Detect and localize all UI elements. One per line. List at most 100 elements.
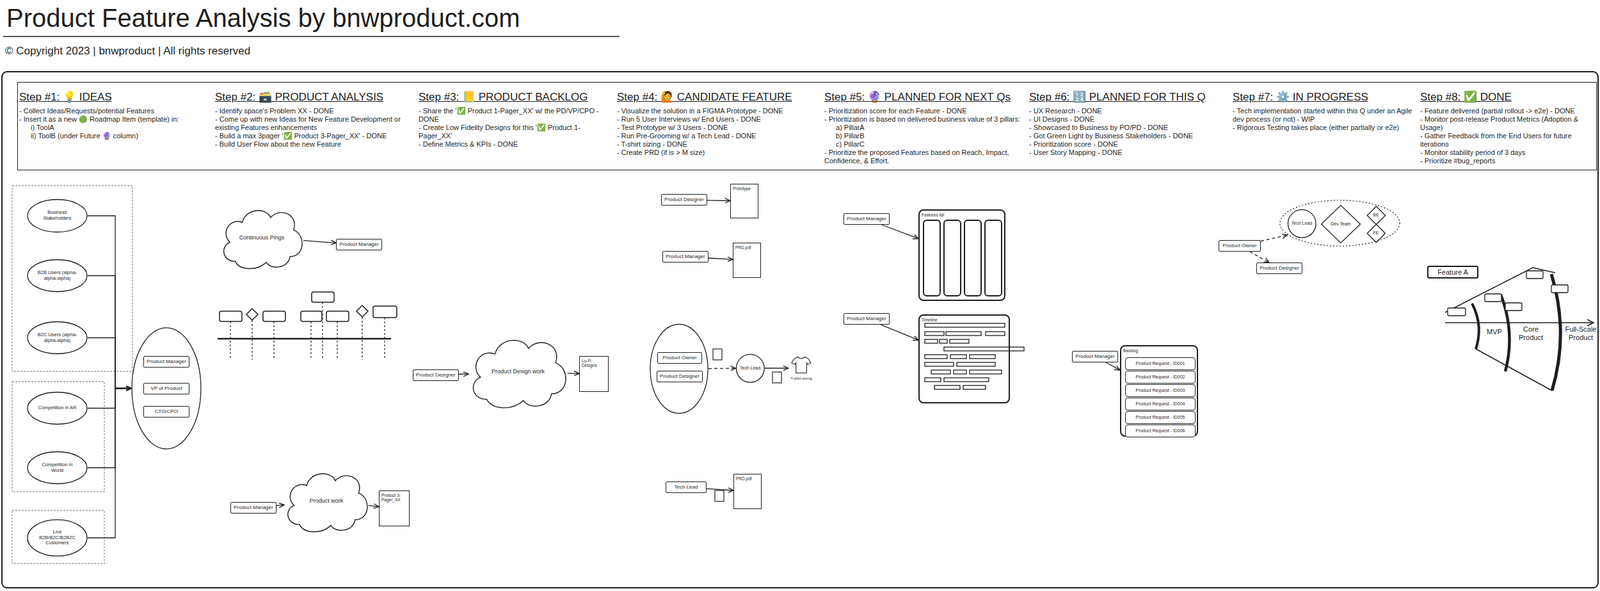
document-page: Product 3-Pager_XX — [378, 490, 410, 527]
connector — [764, 367, 789, 368]
role-box: Product Manager — [1072, 350, 1118, 363]
step-column: Step #2: 🗃️ PRODUCT ANALYSIS- Identify s… — [215, 90, 413, 149]
decision-diamond: FE — [1367, 224, 1386, 243]
connector — [880, 324, 919, 340]
step-column: Step #4: 🙋 CANDIDATE FEATURE- Visualize … — [616, 90, 818, 157]
node-label: Product Request - ID005 — [1133, 412, 1187, 422]
role-box: Product Manager — [143, 355, 190, 368]
board-panel: Features list — [918, 209, 1006, 301]
backlog-item: Product Request - ID005 — [1125, 410, 1196, 424]
role-box: Product Designer — [1256, 262, 1303, 274]
node-label: Product work — [294, 497, 360, 504]
node-label: FE — [1370, 230, 1381, 236]
frames — [1, 36, 1599, 588]
board-panel: Timeline — [918, 314, 1010, 404]
step-bullet: i) ToolA — [19, 123, 209, 132]
tshirt-icon: T-shirt sizing — [788, 355, 815, 381]
step-heading: Step #8: ✅ DONE — [1420, 90, 1595, 104]
step-bullet: - Collect Ideas/Requests/potential Featu… — [19, 106, 209, 116]
step-column: Step #7: ⚙️ IN PROGRESS- Tech implementa… — [1232, 90, 1414, 132]
document-page: PRD.pdf — [733, 473, 762, 509]
role-box: Product Designer — [661, 193, 708, 206]
node-label: T-shirt sizing — [790, 376, 813, 381]
step-bullet: - Insert it as a new 🟢 Roadmap Item (tem… — [19, 115, 209, 124]
node-label: Product Request - ID006 — [1133, 426, 1187, 436]
role-box: Tech Lead — [665, 481, 707, 493]
node-label: Product 3-Pager_XX — [379, 490, 409, 505]
connector — [708, 368, 736, 370]
ellipse-node: Business Stakeholders — [26, 199, 88, 233]
connector — [87, 388, 132, 409]
node-label: Product Manager — [146, 358, 186, 365]
step-bullet: - Monitor post-release Product Metrics (… — [1420, 115, 1595, 132]
title-underline — [3, 35, 620, 37]
connector — [87, 275, 132, 389]
small-docs — [712, 348, 782, 502]
step-bullet: - Identify space's Problem XX - DONE — [215, 106, 413, 116]
role-circle: Tech Lead — [1287, 209, 1317, 239]
node-label: Business Stakeholders — [35, 209, 79, 221]
step-heading: Step #3: 📒 PRODUCT BACKLOG — [418, 90, 611, 104]
node-label: Timeline — [919, 315, 1009, 324]
step-bullet: - Define Metrics & KPIs - DONE — [418, 140, 611, 149]
step-bullet: - Prioritize the proposed Features based… — [824, 148, 1023, 166]
step-bullet: b) PillarB — [824, 131, 1023, 141]
step-bullet: - UI Designs - DONE — [1029, 115, 1227, 124]
connector — [1260, 234, 1288, 241]
role-box: Product Owner — [1218, 240, 1261, 252]
step-bullet: - Share the '✅ Product 1-Pager_XX' w/ th… — [418, 106, 611, 124]
node-label: Prototype — [730, 184, 758, 193]
node-label: Product Manager — [233, 504, 273, 511]
step-heading: Step #4: 🙋 CANDIDATE FEATURE — [616, 90, 818, 104]
node-label: CTO/CPO — [154, 408, 178, 415]
node-label: PRD.pdf — [734, 474, 761, 483]
step-bullet: - Feature delivered (partial rollout -> … — [1420, 106, 1595, 116]
step-bullet: - Run 5 User Interviews w/ End Users - D… — [616, 115, 818, 124]
board-panel: BacklogProduct Request - ID001Product Re… — [1120, 344, 1199, 437]
role-box: VP of Product — [143, 382, 190, 395]
role-box: Product Designer — [656, 370, 703, 383]
node-label: Product Designer — [659, 373, 700, 379]
group-outline — [12, 510, 105, 564]
step-bullet: c) PillarC — [824, 140, 1023, 149]
connector — [1105, 362, 1120, 370]
connector — [567, 372, 580, 374]
step-heading: Step #6: 🔢 PLANNED FOR THIS Q — [1029, 90, 1227, 104]
role-box: Product Owner — [657, 352, 703, 364]
node-label: Tech Lead — [1290, 220, 1312, 226]
node-label: B2C Users (alpha-alpha-alpha) — [35, 332, 79, 344]
tshirt-outline — [788, 355, 815, 375]
connector — [87, 388, 132, 468]
ellipse-node: Live B2B/B2C/B2B2C Customers — [26, 519, 88, 557]
work-cloud: Product Design work — [465, 332, 571, 411]
connector — [706, 488, 734, 491]
node-label: Product Manager — [339, 241, 379, 248]
node-label: Continuous Pings — [229, 234, 294, 241]
step-column: Step #3: 📒 PRODUCT BACKLOG - Share the '✅… — [418, 90, 611, 149]
node-label: Product Design work — [480, 368, 556, 375]
step-bullet: - Prioritization is based on delivered b… — [824, 115, 1023, 124]
node-label: Product Designer — [416, 371, 456, 378]
node-label: Tech Lead — [739, 365, 761, 371]
connector — [368, 504, 379, 507]
backlog-item: Product Request - ID002 — [1125, 370, 1196, 383]
node-label: Product Manager — [846, 215, 886, 222]
role-box: Product Manager — [843, 312, 889, 325]
step-bullet: - UX Research - DONE — [1029, 106, 1227, 116]
connector — [458, 373, 469, 375]
step-bullet: a) PillarA — [824, 123, 1023, 132]
work-cloud: Product work — [281, 467, 372, 534]
role-box: Product Designer — [412, 369, 459, 381]
step-bullet: - Create Low Fidelity Designs for this '… — [418, 123, 611, 141]
step-bullet: - Run Pre-Grooming w/ a Tech Lead - DONE — [616, 131, 818, 141]
connector — [87, 215, 132, 389]
step-bullet: - Showcased to Business by PO/PD - DONE — [1029, 123, 1227, 132]
node-label: Competition in World — [35, 462, 79, 473]
ellipse-node: B2B Users (alpha-alpha-alpha) — [26, 259, 88, 292]
backlog-item: Product Request - ID006 — [1125, 424, 1196, 437]
backlog-item: Product Request - ID003 — [1125, 384, 1196, 397]
decision-diamond: Dev Team — [1320, 204, 1361, 244]
step-column: Step #6: 🔢 PLANNED FOR THIS Q - UX Resear… — [1029, 90, 1227, 157]
role-box: Product Manager — [336, 238, 382, 251]
